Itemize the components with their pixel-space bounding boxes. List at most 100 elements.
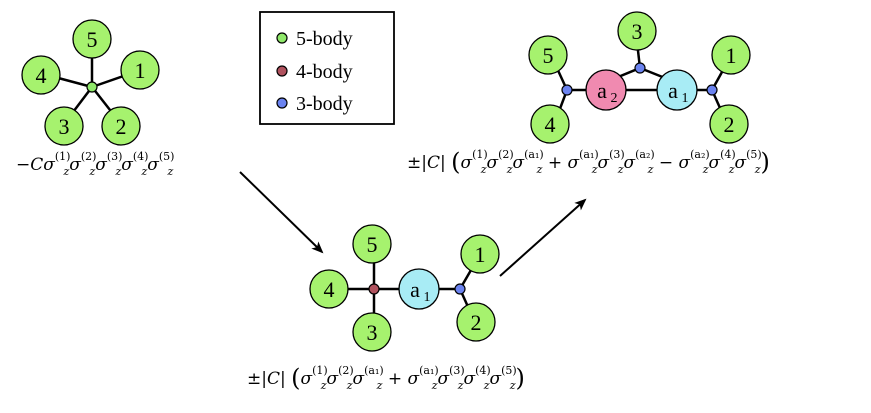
node-5: 5 — [528, 35, 568, 75]
graph-three-body: 5 4 3 a 2 a 1 1 2 — [528, 11, 751, 144]
formula-four-body: ±|C| (σ(1)zσ(2)zσ(a₁)z + σ(a₁)zσ(3)zσ(4)… — [247, 364, 525, 392]
node-3: 3 — [352, 312, 392, 352]
sigma-z-term: σ(5)z — [147, 150, 175, 178]
node-label: 1 — [726, 43, 737, 68]
node-label: 4 — [545, 112, 556, 137]
sigma-z-term: σ(4)z — [121, 150, 149, 178]
node-label: 3 — [367, 320, 378, 345]
node-circle — [460, 234, 500, 274]
node-circle — [617, 11, 657, 51]
node-label: 4 — [324, 277, 335, 302]
sigma-z-term: σ(5)z — [734, 148, 762, 176]
formula-prefix: −C — [16, 155, 44, 175]
node-4: 4 — [530, 104, 570, 144]
sigma-z-term: σ(4)z — [708, 148, 736, 176]
three-body-vertex — [561, 84, 573, 96]
node-label: 4 — [36, 63, 47, 88]
legend-item-5-body: 5-body — [276, 28, 353, 50]
node-circle — [398, 268, 440, 310]
arrow-step-1 — [239, 171, 324, 254]
node-label: 2 — [116, 114, 127, 139]
formula-sign: + — [382, 369, 408, 389]
node-subscript: 2 — [611, 91, 618, 106]
sigma-z-term: σ(3)z — [597, 148, 625, 176]
graph-five-body: 5 1 4 3 2 — [21, 19, 160, 146]
graph-four-body: 5 4 3 a 1 1 2 — [309, 224, 500, 352]
sigma-z-term: σ(a₂)z — [678, 148, 710, 176]
node-label: 5 — [87, 27, 98, 52]
node-label: 1 — [135, 58, 146, 83]
node-1: 1 — [711, 35, 751, 75]
sigma-z-term: σ(2)z — [69, 150, 97, 178]
node-label: 5 — [543, 43, 554, 68]
node-circle — [711, 35, 751, 75]
node-circle — [528, 35, 568, 75]
sigma-z-term: σ(2)z — [326, 364, 354, 392]
node-label: a — [668, 78, 678, 103]
node-2: 2 — [709, 104, 749, 144]
ancilla-a1: a 1 — [656, 69, 698, 111]
five-body-vertex — [86, 81, 98, 93]
node-circle — [656, 69, 698, 111]
sigma-z-term: σ(a₁)z — [567, 148, 599, 176]
sigma-z-term: σ(3)z — [95, 150, 123, 178]
node-circle — [456, 302, 496, 342]
node-label: 2 — [471, 310, 482, 335]
legend-marker — [276, 32, 288, 44]
formula-three-body: ±|C| (σ(1)zσ(2)zσ(a₁)z + σ(a₁)zσ(3)zσ(a₂… — [407, 148, 770, 176]
node-circle — [44, 106, 84, 146]
formula-paren: ( — [451, 148, 461, 176]
three-body-vertex — [454, 283, 466, 295]
node-5: 5 — [72, 19, 112, 59]
node-label: 1 — [475, 242, 486, 267]
node-5: 5 — [352, 224, 392, 264]
node-circle — [352, 224, 392, 264]
legend-label: 4-body — [296, 61, 353, 83]
node-circle — [101, 106, 141, 146]
node-4: 4 — [21, 55, 61, 95]
formula-sign: + — [542, 153, 568, 173]
sigma-z-term: σ(3)z — [437, 364, 465, 392]
formula-prefix: ±|C| — [247, 369, 286, 389]
ancilla-a2: a 2 — [585, 69, 627, 111]
node-subscript: 1 — [682, 91, 689, 106]
node-circle — [21, 55, 61, 95]
sigma-z-term: σ(a₁)z — [512, 148, 544, 176]
three-body-vertex — [706, 84, 718, 96]
formula-sign: − — [653, 153, 679, 173]
node-label: 2 — [724, 112, 735, 137]
formula-prefix: ±|C| — [407, 153, 446, 173]
legend-label: 5-body — [296, 28, 353, 50]
edges — [554, 41, 729, 118]
sigma-z-term: σ(4)z — [463, 364, 491, 392]
node-circle — [72, 19, 112, 59]
node-2: 2 — [101, 106, 141, 146]
legend-label: 3-body — [296, 93, 353, 115]
three-body-vertex — [634, 62, 646, 74]
node-circle — [120, 50, 160, 90]
node-label: 5 — [367, 232, 378, 257]
node-4: 4 — [309, 269, 349, 309]
node-subscript: 1 — [424, 290, 431, 305]
node-label: 3 — [632, 19, 643, 44]
formula-paren: ( — [291, 364, 301, 392]
legend-item-3-body: 3-body — [276, 93, 353, 115]
sigma-z-term: σ(1)z — [300, 364, 328, 392]
sigma-z-term: σ(5)z — [489, 364, 517, 392]
node-3: 3 — [44, 106, 84, 146]
legend-marker — [276, 97, 288, 109]
node-label: a — [597, 78, 607, 103]
node-circle — [530, 104, 570, 144]
legend-item-4-body: 4-body — [276, 61, 353, 83]
arrow-step-2 — [499, 198, 587, 277]
node-circle — [309, 269, 349, 309]
ancilla-a1: a 1 — [398, 268, 440, 310]
node-label: 3 — [59, 114, 70, 139]
formula-paren: ) — [515, 364, 525, 392]
legend-marker — [276, 65, 288, 77]
legend: 5-body 4-body 3-body — [259, 11, 395, 125]
node-3: 3 — [617, 11, 657, 51]
node-label: a — [410, 277, 420, 302]
sigma-z-term: σ(1)z — [43, 150, 71, 178]
